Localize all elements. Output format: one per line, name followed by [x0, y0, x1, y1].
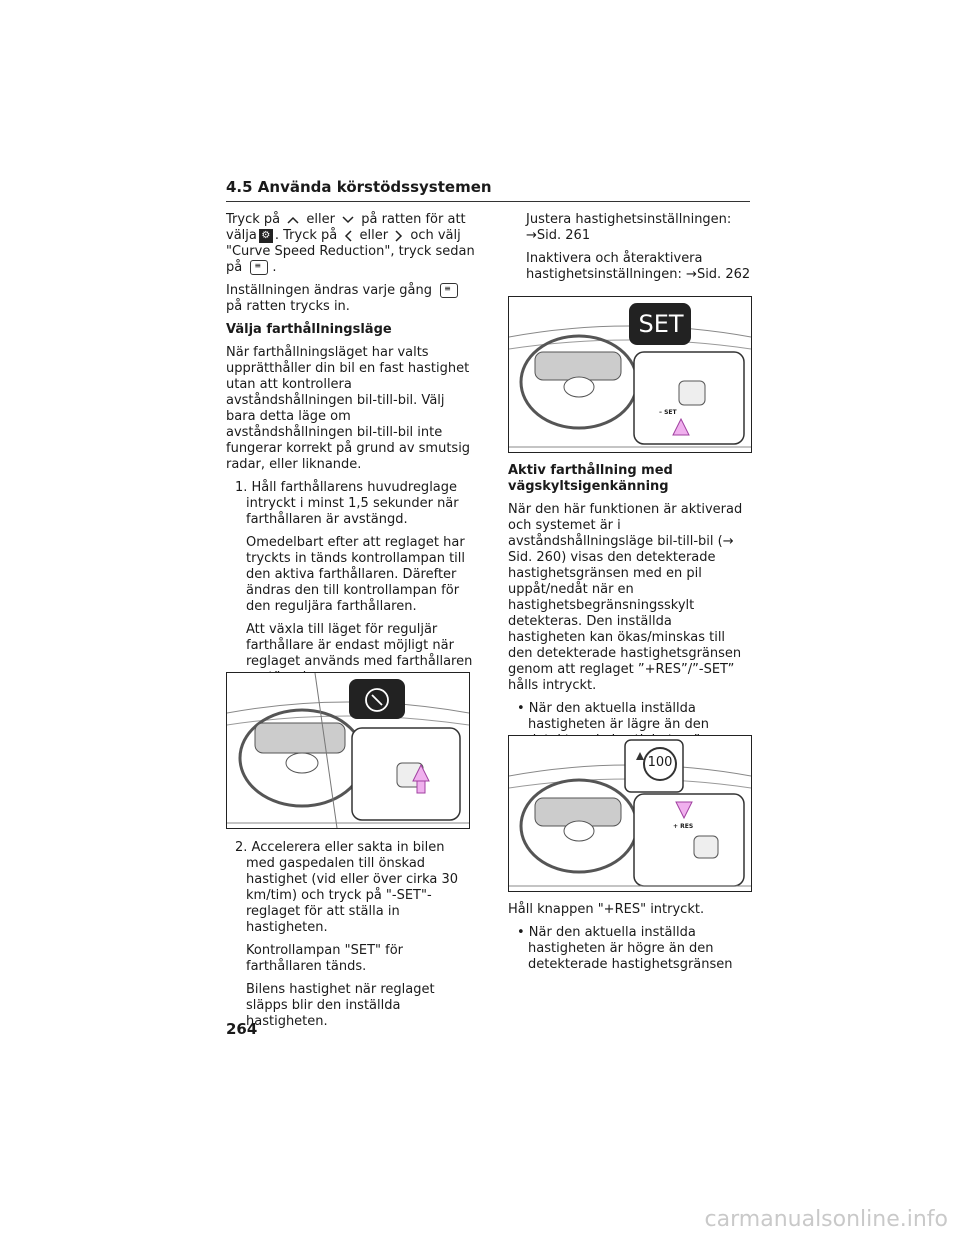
page-number: 264	[226, 1020, 258, 1038]
chevron-left-icon	[345, 229, 352, 242]
header-rule	[226, 201, 750, 202]
road-sign-paragraph: När den här funktionen är aktiverad och …	[508, 502, 743, 693]
chevron-right-icon	[395, 229, 403, 242]
left-column: Tryck på eller på ratten för att välja⚙.…	[226, 212, 476, 693]
adjust-link-paragraph: Justera hastighetsinställningen: →Sid. 2…	[526, 212, 732, 243]
figure-set-switch: SET – SET	[508, 296, 752, 453]
step-2-note-a: Kontrollampan "SET" för farthållaren tän…	[246, 943, 403, 974]
heading-road-sign-cruise: Aktiv farthållning med vägskyltsigenkänn…	[508, 463, 673, 494]
dashboard-illustration	[509, 739, 751, 887]
right-column-middle: Aktiv farthållning med vägskyltsigenkänn…	[508, 463, 752, 756]
heading-cruise-mode: Välja farthållningsläge	[226, 322, 392, 337]
res-button-label: + RES	[673, 823, 694, 830]
ok-button-icon	[440, 281, 459, 298]
chevron-up-icon	[287, 216, 299, 224]
figure-res-switch: 100 + RES	[508, 735, 752, 892]
intro-paragraph: Tryck på eller på ratten för att välja⚙.…	[226, 212, 476, 276]
right-column: Justera hastighetsinställningen: →Sid. 2…	[508, 212, 752, 290]
left-column-lower: 2. Accelerera eller sakta in bilen med g…	[226, 840, 476, 1037]
step-2: 2. Accelerera eller sakta in bilen med g…	[235, 840, 459, 935]
dashboard-illustration	[227, 673, 469, 828]
step-1: 1. Håll farthållarens huvudreglage intry…	[235, 480, 459, 527]
chevron-down-icon	[342, 215, 354, 223]
section-header: 4.5 Använda körstödssystemen	[226, 178, 750, 202]
set-button-label: – SET	[659, 409, 677, 416]
deactivate-link-paragraph: Inaktivera och återaktivera hastighetsin…	[526, 251, 751, 282]
step-2-note-b: Bilens hastighet när reglaget släpps bli…	[246, 982, 435, 1029]
figure-cruise-switch	[226, 672, 470, 829]
right-column-lower: Håll knappen "+RES" intryckt. • När den …	[508, 902, 752, 980]
section-title: 4.5 Använda körstödssystemen	[226, 178, 492, 196]
ok-button-icon	[250, 258, 269, 275]
watermark: carmanualsonline.info	[704, 1207, 948, 1232]
set-indicator-label: SET	[638, 310, 684, 338]
dashboard-illustration	[509, 303, 751, 448]
hold-res-paragraph: Håll knappen "+RES" intryckt.	[508, 902, 705, 917]
bullet-higher-speed: • När den aktuella inställda hastigheten…	[517, 925, 733, 972]
step-1-note-a: Omedelbart efter att reglaget har tryckt…	[246, 535, 466, 614]
cruise-mode-paragraph: När farthållningsläget har valts upprätt…	[226, 345, 471, 472]
settings-icon: ⚙	[258, 228, 273, 243]
change-paragraph: Inställningen ändras varje gång på ratte…	[226, 281, 476, 315]
speed-limit-sign-value: 100	[647, 755, 673, 770]
